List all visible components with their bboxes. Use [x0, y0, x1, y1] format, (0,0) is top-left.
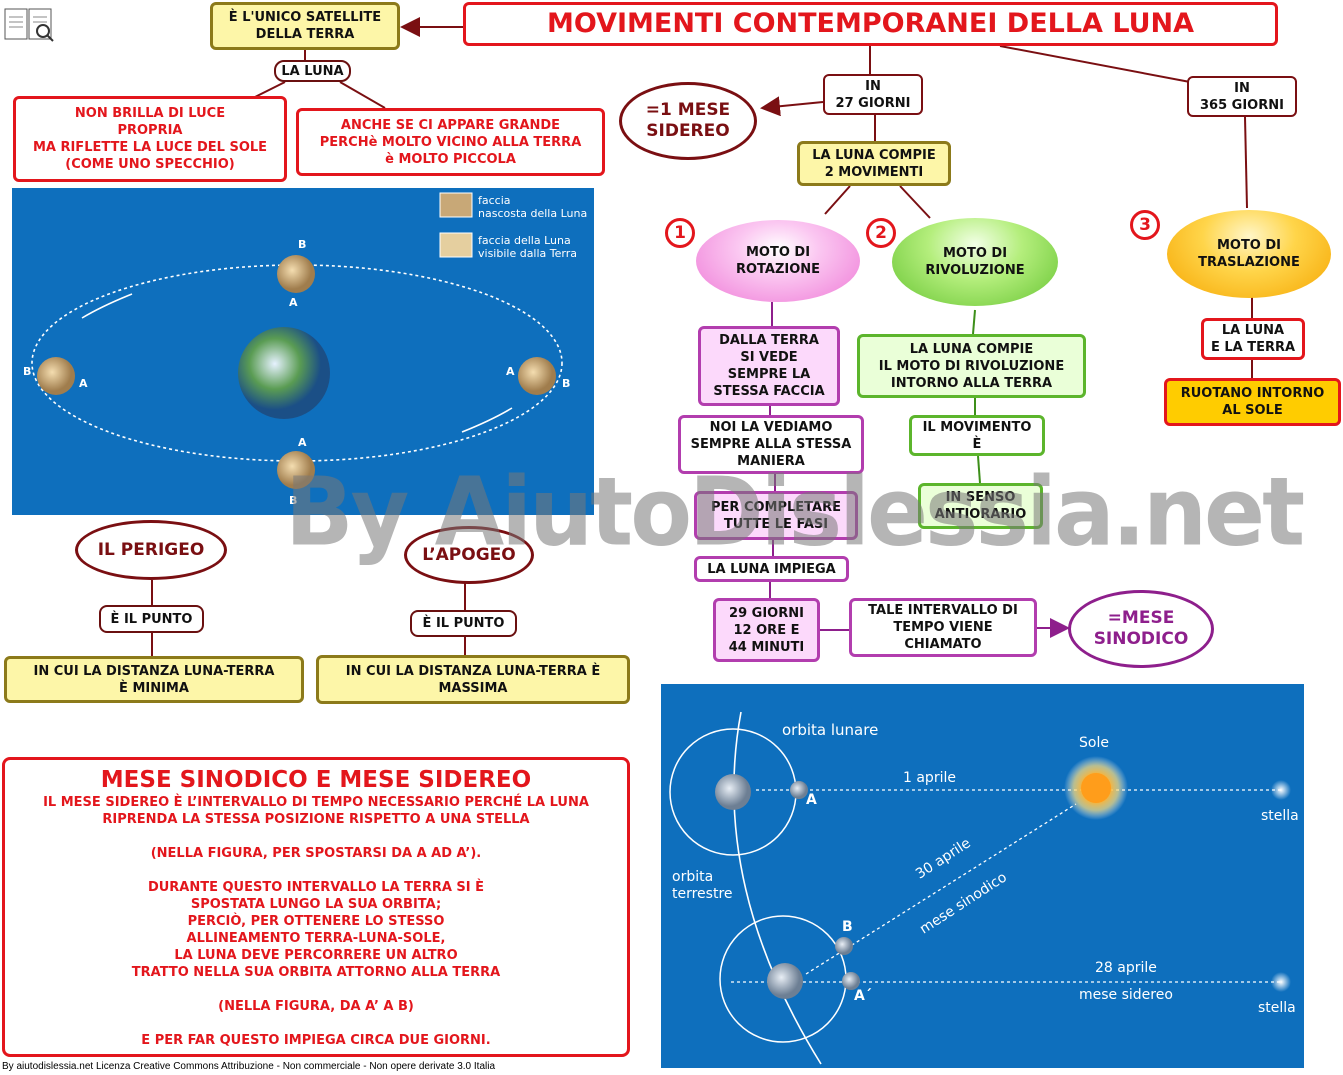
label-b-right: B [562, 377, 571, 390]
label-a-bottom: A [298, 436, 307, 449]
in-senso-antiorario: IN SENSO ANTIORARIO [918, 483, 1043, 529]
ruotano-intorno: RUOTANO INTORNO AL SOLE [1164, 378, 1341, 426]
label-1-aprile: 1 aprile [903, 770, 956, 786]
29-giorni: 29 GIORNI 12 ORE E 44 MINUTI [713, 598, 820, 662]
distanza-minima: IN CUI LA DISTANZA LUNA-TERRA È MINIMA [4, 656, 304, 703]
dalla-terra: DALLA TERRA SI VEDE SEMPRE LA STESSA FAC… [698, 326, 840, 406]
page-title: MOVIMENTI CONTEMPORANEI DELLA LUNA [463, 2, 1278, 46]
label-b-top: B [298, 238, 307, 251]
label-a-prime: A´ [854, 988, 872, 1004]
legend-visible-face: faccia della Luna visibile dalla Terra [478, 234, 577, 260]
noi-la-vediamo: NOI LA VEDIAMO SEMPRE ALLA STESSA MANIER… [678, 415, 864, 474]
mese-box-title: MESE SINODICO E MESE SIDEREO [100, 767, 532, 793]
label-stella-1: stella [1261, 808, 1299, 824]
number-2: 2 [866, 218, 896, 248]
compie-rivoluzione: LA LUNA COMPIE IL MOTO DI RIVOLUZIONE IN… [857, 334, 1086, 398]
footer-license: By aiutodislessia.net Licenza Creative C… [2, 1061, 496, 1072]
label-a-left: A [79, 377, 88, 390]
book-icon [3, 3, 55, 43]
anche-se-box: ANCHE SE CI APPARE GRANDE PERCHè MOLTO V… [296, 108, 605, 176]
perigeo-oval: IL PERIGEO [75, 520, 227, 580]
label-b: B [842, 919, 853, 935]
unico-satellite: È L'UNICO SATELLITE DELLA TERRA [210, 2, 400, 50]
label-a-top: A [289, 296, 298, 309]
label-28-aprile: 28 aprile [1095, 960, 1157, 976]
mese-box: MESE SINODICO E MESE SIDEREO IL MESE SID… [2, 757, 630, 1057]
in-27-giorni: IN 27 GIORNI [823, 74, 923, 115]
orbit-figure: faccia nascosta della Luna faccia della … [12, 188, 594, 515]
label-orbita-terrestre: orbita terrestre [672, 869, 733, 902]
label-a-right: A [506, 365, 515, 378]
mese-box-text: IL MESE SIDEREO È L’INTERVALLO DI TEMPO … [43, 795, 589, 1048]
number-3: 3 [1130, 210, 1160, 240]
non-brilla-box: NON BRILLA DI LUCE PROPRIA MA RIFLETTE L… [13, 96, 287, 182]
moto-traslazione: MOTO DI TRASLAZIONE [1167, 210, 1331, 298]
la-luna-label: LA LUNA [274, 60, 351, 82]
label-b-left: B [23, 365, 32, 378]
mese-sidereo-oval: =1 MESE SIDEREO [619, 82, 757, 160]
la-luna-e-la-terra: LA LUNA E LA TERRA [1201, 318, 1305, 360]
la-luna-impiega: LA LUNA IMPIEGA [694, 556, 849, 582]
apogeo-oval: L’APOGEO [404, 526, 534, 584]
number-1: 1 [665, 218, 695, 248]
tale-intervallo: TALE INTERVALLO DI TEMPO VIENE CHIAMATO [849, 598, 1037, 657]
per-completare: PER COMPLETARE TUTTE LE FASI [694, 491, 858, 540]
label-orbita-lunare: orbita lunare [782, 721, 879, 739]
sidereal-figure: orbita lunare Sole 1 aprile stella orbit… [661, 684, 1304, 1068]
legend-hidden-face: faccia nascosta della Luna [478, 194, 588, 220]
label-stella-2: stella [1258, 1000, 1296, 1016]
label-mese-sidereo: mese sidereo [1079, 987, 1173, 1003]
in-365-giorni: IN 365 GIORNI [1187, 76, 1297, 117]
earth [238, 327, 330, 419]
compie-2-movimenti: LA LUNA COMPIE 2 MOVIMENTI [797, 141, 951, 186]
mese-sinodico-oval: =MESE SINODICO [1068, 590, 1214, 668]
distanza-massima: IN CUI LA DISTANZA LUNA-TERRA È MASSIMA [316, 655, 630, 704]
moto-rotazione: MOTO DI ROTAZIONE [696, 220, 860, 302]
label-b-bottom: B [289, 494, 298, 507]
punto-perigeo: È IL PUNTO [99, 605, 204, 633]
moto-rivoluzione: MOTO DI RIVOLUZIONE [892, 218, 1058, 306]
label-a: A [806, 792, 817, 808]
label-sole: Sole [1079, 735, 1109, 751]
watermark: By AiutoDislessia.net [285, 457, 1305, 568]
il-movimento-e: IL MOVIMENTO È [909, 415, 1045, 456]
punto-apogeo: È IL PUNTO [410, 610, 517, 637]
